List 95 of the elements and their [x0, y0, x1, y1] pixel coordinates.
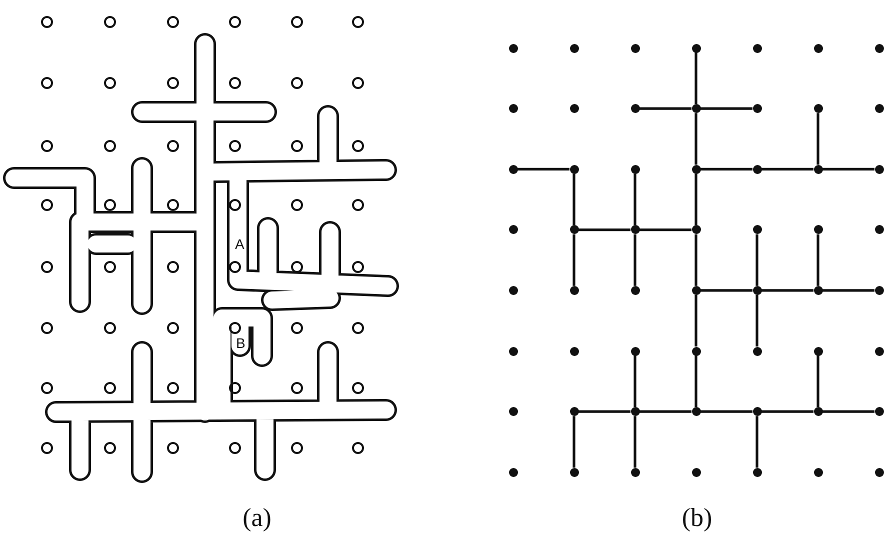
- lattice-dot: [874, 468, 884, 477]
- connector-line: [816, 234, 820, 286]
- connector-line: [694, 234, 698, 286]
- lattice-dot: [692, 346, 700, 356]
- lattice-dot: [752, 164, 762, 174]
- lattice-dot: [814, 44, 822, 52]
- lattice-dot: [508, 104, 518, 114]
- connector-line: [816, 113, 820, 165]
- lattice-dot: [692, 286, 700, 295]
- connector-line: [640, 228, 692, 232]
- connector-line: [756, 294, 758, 346]
- lattice-dot: [752, 286, 762, 295]
- lattice-dot: [814, 104, 822, 114]
- lattice-dot: [814, 225, 822, 234]
- lattice-dot: [508, 164, 518, 174]
- lattice-dot: [692, 164, 700, 174]
- connector-line: [700, 289, 752, 292]
- lattice-dot: [874, 407, 884, 416]
- lattice-dot: [630, 407, 640, 416]
- panel-label: (a): [242, 505, 272, 531]
- connector-line: [822, 168, 874, 170]
- connector-line: [572, 234, 576, 286]
- lattice-dot: [570, 164, 578, 174]
- connector-line: [762, 410, 814, 413]
- lattice-dot: [752, 468, 762, 477]
- lattice-dot: [874, 286, 884, 295]
- lattice-dot: [508, 225, 518, 234]
- connector-line: [762, 168, 814, 170]
- connector-line: [634, 174, 636, 226]
- connector-line: [634, 416, 636, 468]
- lattice-dot: [874, 164, 884, 174]
- lattice-dot: [814, 286, 822, 295]
- lattice-dot: [752, 407, 762, 416]
- connector-line: [572, 416, 576, 468]
- connector-line: [694, 113, 698, 165]
- lattice-dot: [692, 44, 700, 52]
- lattice-dot: [570, 407, 578, 416]
- connector-line: [634, 356, 636, 408]
- lattice-dot: [814, 407, 822, 416]
- connector-line: [578, 228, 630, 232]
- lattice-dot: [752, 44, 762, 52]
- lattice-dot: [508, 44, 518, 52]
- connector-line: [634, 234, 636, 286]
- connector-line: [572, 174, 576, 226]
- lattice-dot: [814, 164, 822, 174]
- lattice-dot: [508, 468, 518, 477]
- lattice-dot: [570, 468, 578, 477]
- lattice-dot: [570, 346, 578, 356]
- connector-line: [694, 52, 698, 104]
- lattice-dot: [874, 104, 884, 114]
- connector-line: [756, 234, 758, 286]
- lattice-dot: [630, 225, 640, 234]
- lattice-dot: [752, 225, 762, 234]
- connector-line: [700, 107, 752, 110]
- connector-line: [762, 289, 814, 292]
- connector-line: [816, 356, 820, 408]
- connector-line: [640, 107, 692, 110]
- connector-line: [822, 410, 874, 413]
- connector-line: [694, 294, 698, 346]
- point-label: A: [235, 237, 244, 251]
- lattice-dot: [570, 104, 578, 114]
- connector-line: [578, 410, 630, 413]
- lattice-dot: [570, 225, 578, 234]
- lattice-dot: [508, 407, 518, 416]
- lattice-dot: [630, 286, 640, 295]
- lattice-dot: [508, 286, 518, 295]
- lattice-dot: [692, 104, 700, 114]
- point-label: B: [236, 336, 246, 350]
- panel-label: (b): [682, 505, 712, 531]
- lattice-dot: [692, 407, 700, 416]
- lattice-dot: [874, 44, 884, 52]
- lattice-dot: [630, 164, 640, 174]
- lattice-dot: [814, 346, 822, 356]
- connector-line: [756, 416, 758, 468]
- lattice-dot: [814, 468, 822, 477]
- connector-line: [518, 168, 570, 170]
- lattice-dot: [692, 468, 700, 477]
- lattice-dot: [630, 468, 640, 477]
- lattice-dot: [630, 346, 640, 356]
- lattice-dot: [874, 346, 884, 356]
- lattice-dot: [508, 346, 518, 356]
- lattice-dot: [752, 104, 762, 114]
- lattice-dot: [752, 346, 762, 356]
- lattice-dot: [630, 104, 640, 114]
- connector-line: [694, 356, 698, 408]
- connector-line: [640, 410, 692, 413]
- lattice-dot: [570, 286, 578, 295]
- connector-line: [700, 410, 752, 413]
- lattice-dot: [570, 44, 578, 52]
- connector-line: [700, 168, 752, 170]
- connector-line: [822, 289, 874, 292]
- lattice-dot: [874, 225, 884, 234]
- lattice-dot: [630, 44, 640, 52]
- lattice-dot: [692, 225, 700, 234]
- connector-line: [694, 174, 698, 226]
